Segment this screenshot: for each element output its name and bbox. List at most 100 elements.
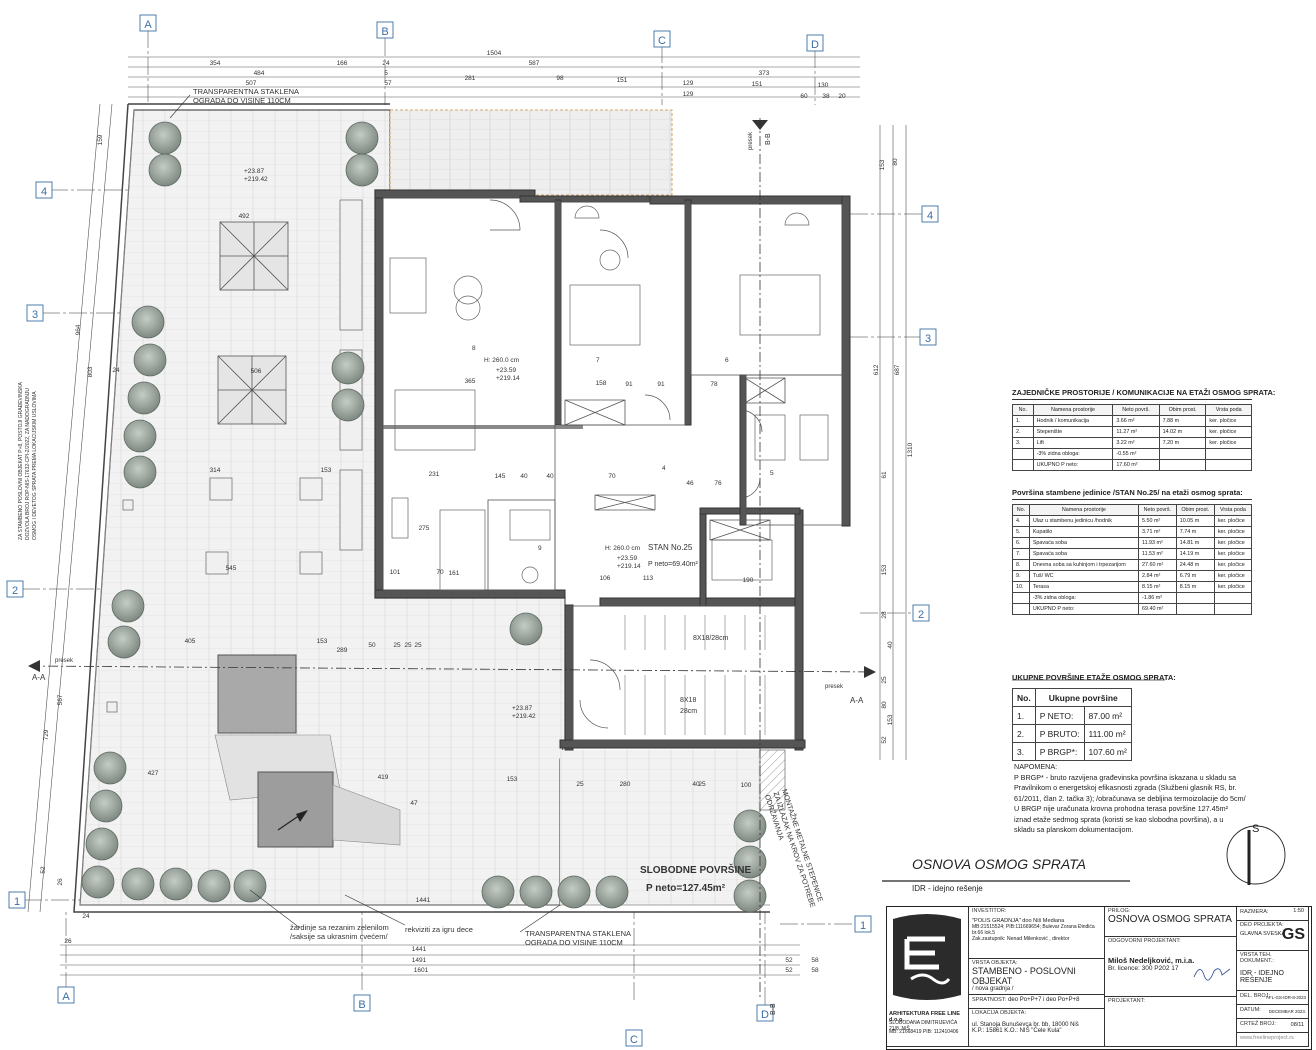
table-cell: ker. pločice — [1205, 437, 1252, 449]
table-cell: P BRUTO: — [1034, 724, 1085, 743]
dim-interior: 46 — [686, 480, 694, 487]
notes-paragraph-1: P BRGP* - bruto razvijena građevinska po… — [1014, 772, 1246, 803]
tree-icon — [345, 121, 379, 155]
fence-note-bottom: TRANSPARENTNA STAKLENA OGRADA DO VISINE … — [525, 929, 633, 947]
dim-top: 166 — [337, 60, 348, 67]
pergola-2 — [217, 355, 287, 425]
section-label: presek — [55, 658, 74, 664]
dim-interior: 25 — [414, 642, 422, 649]
table-cell: 3. — [1012, 437, 1034, 449]
dim-interior: 289 — [337, 647, 348, 654]
investor-ids: MB:21515524; PIB:111669654; Bulevar Zora… — [972, 924, 1095, 936]
number-cell: DEL. BROJ: AFL-GS-IDR-8-2023 — [1237, 991, 1309, 1005]
axis-label-top-c: C — [658, 35, 666, 47]
dim-interior: 158 — [596, 380, 607, 387]
unit-areas-title: Površina stambene jedinice /STAN No.25/ … — [1012, 488, 1252, 500]
fence-note-top-line: TRANSPARENTNA STAKLENA — [193, 87, 299, 96]
table-row: UKUPNO P neto:69.40 m² — [1012, 603, 1253, 615]
tree-icon — [121, 867, 155, 901]
section-label: presek — [825, 684, 844, 690]
dim-interior: 190 — [743, 577, 754, 584]
table-cell: 11.53 m² — [1137, 548, 1177, 560]
lower-terrace-floor — [560, 750, 760, 905]
dim-bottom: 1491 — [412, 957, 427, 964]
dim-left: 159 — [97, 134, 104, 145]
notes-block: NAPOMENA: P BRGP* - bruto razvijena građ… — [1014, 762, 1246, 836]
planter-trees — [81, 121, 767, 913]
section-label: A-A — [850, 696, 864, 705]
dim-bottom: 1601 — [414, 967, 429, 974]
dim-right: 25 — [881, 676, 888, 684]
dim-left: 52 — [40, 866, 47, 874]
axis-label-right-2: 2 — [918, 609, 924, 621]
table-cell — [1213, 603, 1253, 615]
bathroom-5-outline — [745, 374, 843, 526]
unit-areas-table: Površina stambene jedinice /STAN No.25/ … — [1012, 488, 1253, 615]
stair-size: 8X18/28cm — [693, 635, 729, 642]
planter-note: žardinje sa rezanim zelenilom /saksije s… — [290, 923, 391, 941]
table-cell: Spavaća soba — [1028, 537, 1139, 549]
roof-stair-note: MONTAŽNE METALNE STEPENICE ZA IZLAZAK NA… — [763, 788, 827, 913]
unit-area: P neto=69.40m² — [648, 561, 699, 568]
dim-interior: 76 — [714, 480, 722, 487]
dim-interior: 91 — [625, 381, 633, 388]
table-cell: Tuš/ WC — [1028, 570, 1139, 582]
investor-name: "POLIS GRADNJA" doo Niš Mediana — [972, 918, 1065, 924]
table-cell: -0.55 m² — [1112, 448, 1160, 460]
title-block: ARHITEKTURA FREE LINE d.o.o. SLOBODANA D… — [886, 906, 1312, 1050]
table-cell: 14.02 m — [1158, 426, 1207, 438]
section-label: presek — [748, 131, 754, 150]
dim-interior: 91 — [657, 381, 665, 388]
dim-interior: 50 — [368, 642, 376, 649]
table-cell: 8.15 m² — [1137, 581, 1177, 593]
doc-type-cell: VRSTA TEH. DOKUMENT.: IDR - IDEJNO REŠEN… — [1237, 951, 1309, 991]
axis-label-bottom-d: D — [761, 1009, 769, 1021]
dim-interior: 275 — [419, 525, 430, 532]
sheet-cell: CRTEŽ BROJ: 08/11 — [1237, 1019, 1309, 1033]
table-cell: 24.48 m — [1175, 559, 1215, 571]
dimension-lines — [27, 56, 907, 976]
living-room-outline — [382, 197, 556, 591]
dim-right: 1310 — [907, 442, 914, 457]
location-parcel: K.P.: 15861 K.O.: NIŠ "Ćele Kula" — [972, 1028, 1062, 1034]
tree-icon — [81, 865, 115, 899]
terrace-level: +23.87 — [244, 168, 264, 175]
dim-interior: 25 — [393, 642, 401, 649]
dim-right: 61 — [881, 471, 888, 479]
table-header-cell: Vrsta poda — [1205, 404, 1252, 416]
table-cell: UKUPNO P neto: — [1032, 459, 1114, 471]
table-row: 1.P NETO:87.00 m² — [1012, 706, 1132, 725]
tree-icon — [557, 875, 591, 909]
dim-bottom: 24 — [82, 913, 90, 920]
table-cell — [1213, 592, 1253, 604]
tree-icon — [89, 789, 123, 823]
investor-rep: Zak.zastupnik: Nenad Milenković , direkt… — [972, 936, 1070, 942]
door-swings — [489, 199, 763, 729]
date-value: DECEMBAR 2023. — [1268, 1009, 1306, 1014]
dim-bottom: 26 — [64, 938, 72, 945]
dim-left: 729 — [43, 729, 50, 740]
table-header-cell: No. — [1012, 688, 1036, 707]
dim-right: 80 — [892, 158, 899, 166]
date-cell: DATUM: DECEMBAR 2023. — [1237, 1005, 1309, 1019]
planter-note-line: žardinje sa rezanim zelenilom — [290, 923, 389, 932]
dim-interior: 145 — [495, 473, 506, 480]
dim-bottom: 1441 — [412, 946, 427, 953]
dim-top-total: 1504 — [487, 50, 502, 57]
doc-type-label: VRSTA TEH. DOKUMENT.: — [1240, 952, 1274, 964]
floors-value: deo Po+P+7 i deo Po+P+8 — [1008, 997, 1080, 1003]
stair-size: 8X18 — [680, 697, 696, 704]
room-level: +23.59 — [496, 367, 516, 374]
axis-label-right-3: 3 — [925, 333, 931, 345]
table-cell — [1205, 459, 1252, 471]
object-type: STAMBENO - POSLOVNI OBJEKAT — [972, 966, 1076, 986]
dim-interior: 40 — [692, 781, 700, 788]
table-cell: Hodnik / komunikacija — [1032, 415, 1114, 427]
table-cell: 10. — [1012, 581, 1030, 593]
